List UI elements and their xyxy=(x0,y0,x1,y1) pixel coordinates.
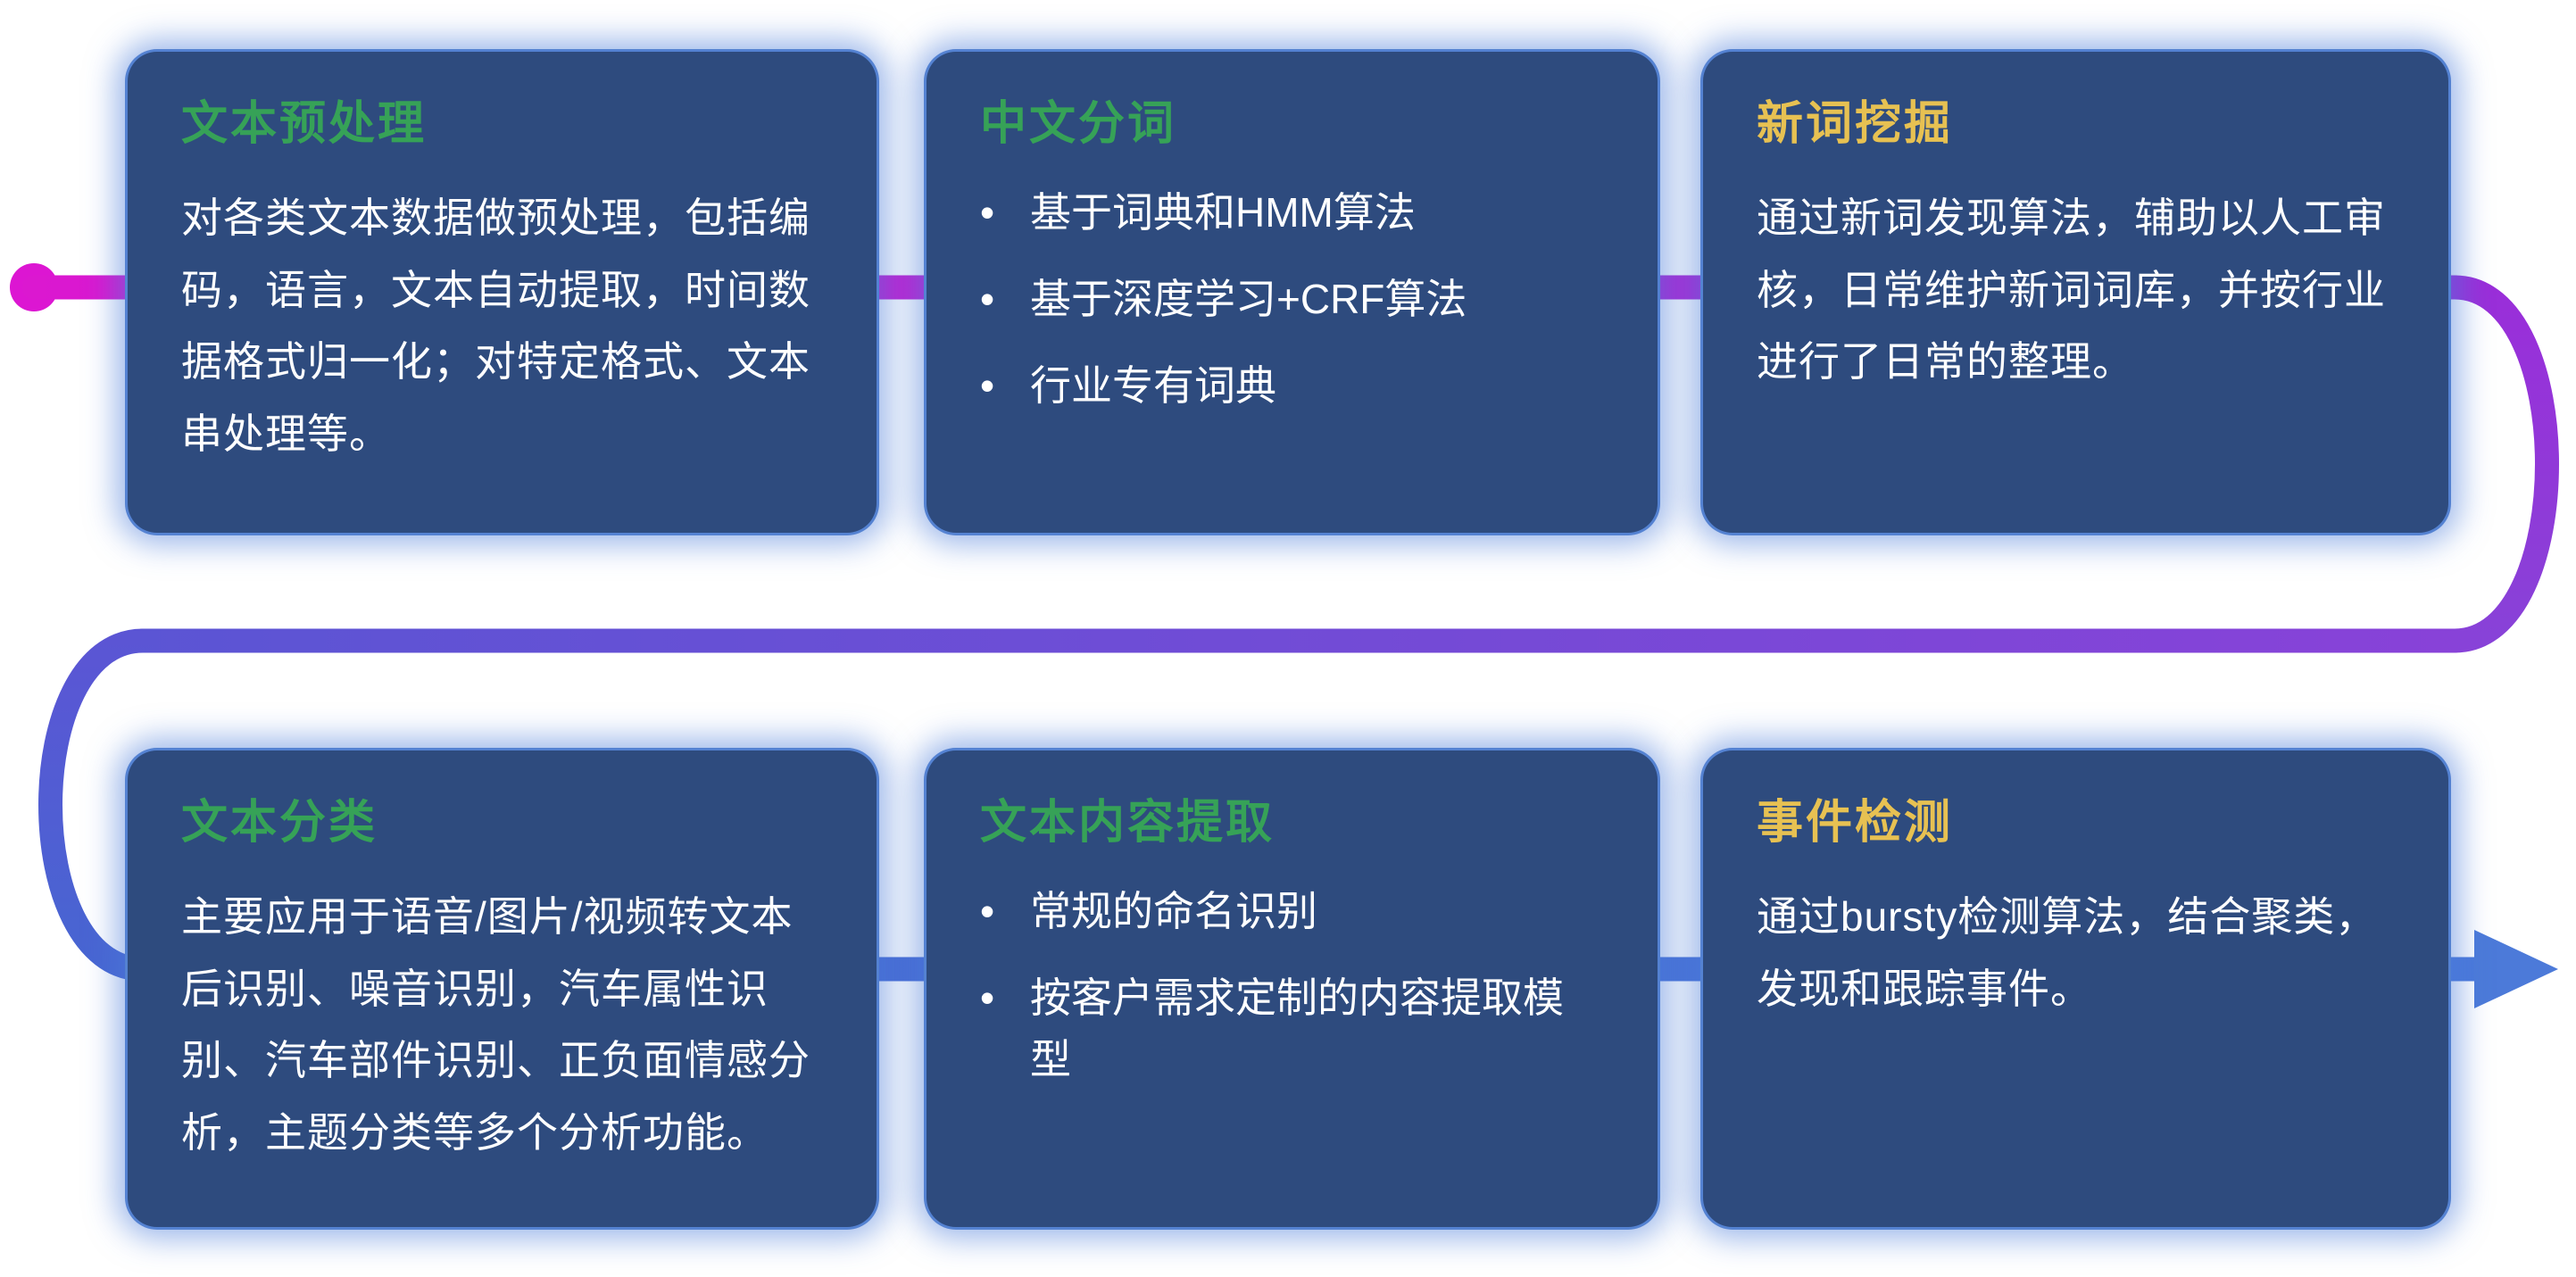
bullet-text: 基于深度学习+CRF算法 xyxy=(1030,276,1467,323)
bullet-text: 基于词典和HMM算法 xyxy=(1030,189,1416,236)
bullet-item: • 行业专有词典 xyxy=(980,355,1604,417)
bullet-item: • 按客户需求定制的内容提取模型 xyxy=(980,967,1604,1090)
card-text-preprocessing: 文本预处理 对各类文本数据做预处理，包括编码，语言，文本自动提取，时间数据格式归… xyxy=(125,49,879,535)
card-title: 文本内容提取 xyxy=(980,797,1276,849)
card-title: 文本预处理 xyxy=(181,98,428,150)
bullet-icon: • xyxy=(980,189,995,236)
bullet-text: 常规的命名识别 xyxy=(1030,888,1317,935)
flow-curve-right xyxy=(2442,275,2559,653)
card-bullet-list: • 基于词典和HMM算法 • 基于深度学习+CRF算法 • 行业专有词典 xyxy=(980,182,1604,417)
bullet-item: • 基于深度学习+CRF算法 xyxy=(980,269,1604,330)
bullet-icon: • xyxy=(980,888,995,935)
card-title: 中文分词 xyxy=(980,98,1177,150)
card-title: 文本分类 xyxy=(181,797,378,849)
flow-arrow-icon xyxy=(2474,930,2558,1008)
bullet-text: 按客户需求定制的内容提取模型 xyxy=(1030,974,1564,1083)
card-title: 新词挖掘 xyxy=(1757,98,1954,150)
bullet-item: • 常规的命名识别 xyxy=(980,881,1604,942)
card-text-content-extraction: 文本内容提取 • 常规的命名识别 • 按客户需求定制的内容提取模型 xyxy=(924,748,1660,1230)
card-event-detection: 事件检测 通过bursty检测算法，结合聚类，发现和跟踪事件。 xyxy=(1700,748,2451,1230)
bullet-text: 行业专有词典 xyxy=(1030,362,1276,410)
flow-curve-left xyxy=(38,628,155,982)
bullet-item: • 基于词典和HMM算法 xyxy=(980,182,1604,244)
bullet-icon: • xyxy=(980,276,995,323)
card-body: 对各类文本数据做预处理，包括编码，语言，文本自动提取，时间数据格式归一化；对特定… xyxy=(181,195,810,457)
card-body: 主要应用于语音/图片/视频转文本后识别、噪音识别，汽车属性识别、汽车部件识别、正… xyxy=(181,893,810,1156)
card-bullet-list: • 常规的命名识别 • 按客户需求定制的内容提取模型 xyxy=(980,881,1604,1090)
card-new-word-mining: 新词挖掘 通过新词发现算法，辅助以人工审核，日常维护新词词库，并按行业进行了日常… xyxy=(1700,49,2451,535)
card-text-classification: 文本分类 主要应用于语音/图片/视频转文本后识别、噪音识别，汽车属性识别、汽车部… xyxy=(125,748,879,1230)
card-chinese-segmentation: 中文分词 • 基于词典和HMM算法 • 基于深度学习+CRF算法 • 行业专有词… xyxy=(924,49,1660,535)
card-body: 通过bursty检测算法，结合聚类，发现和跟踪事件。 xyxy=(1757,893,2378,1012)
card-body: 通过新词发现算法，辅助以人工审核，日常维护新词词库，并按行业进行了日常的整理。 xyxy=(1757,195,2386,386)
card-title: 事件检测 xyxy=(1757,797,1954,849)
bullet-icon: • xyxy=(980,974,995,1022)
bullet-icon: • xyxy=(980,362,995,410)
